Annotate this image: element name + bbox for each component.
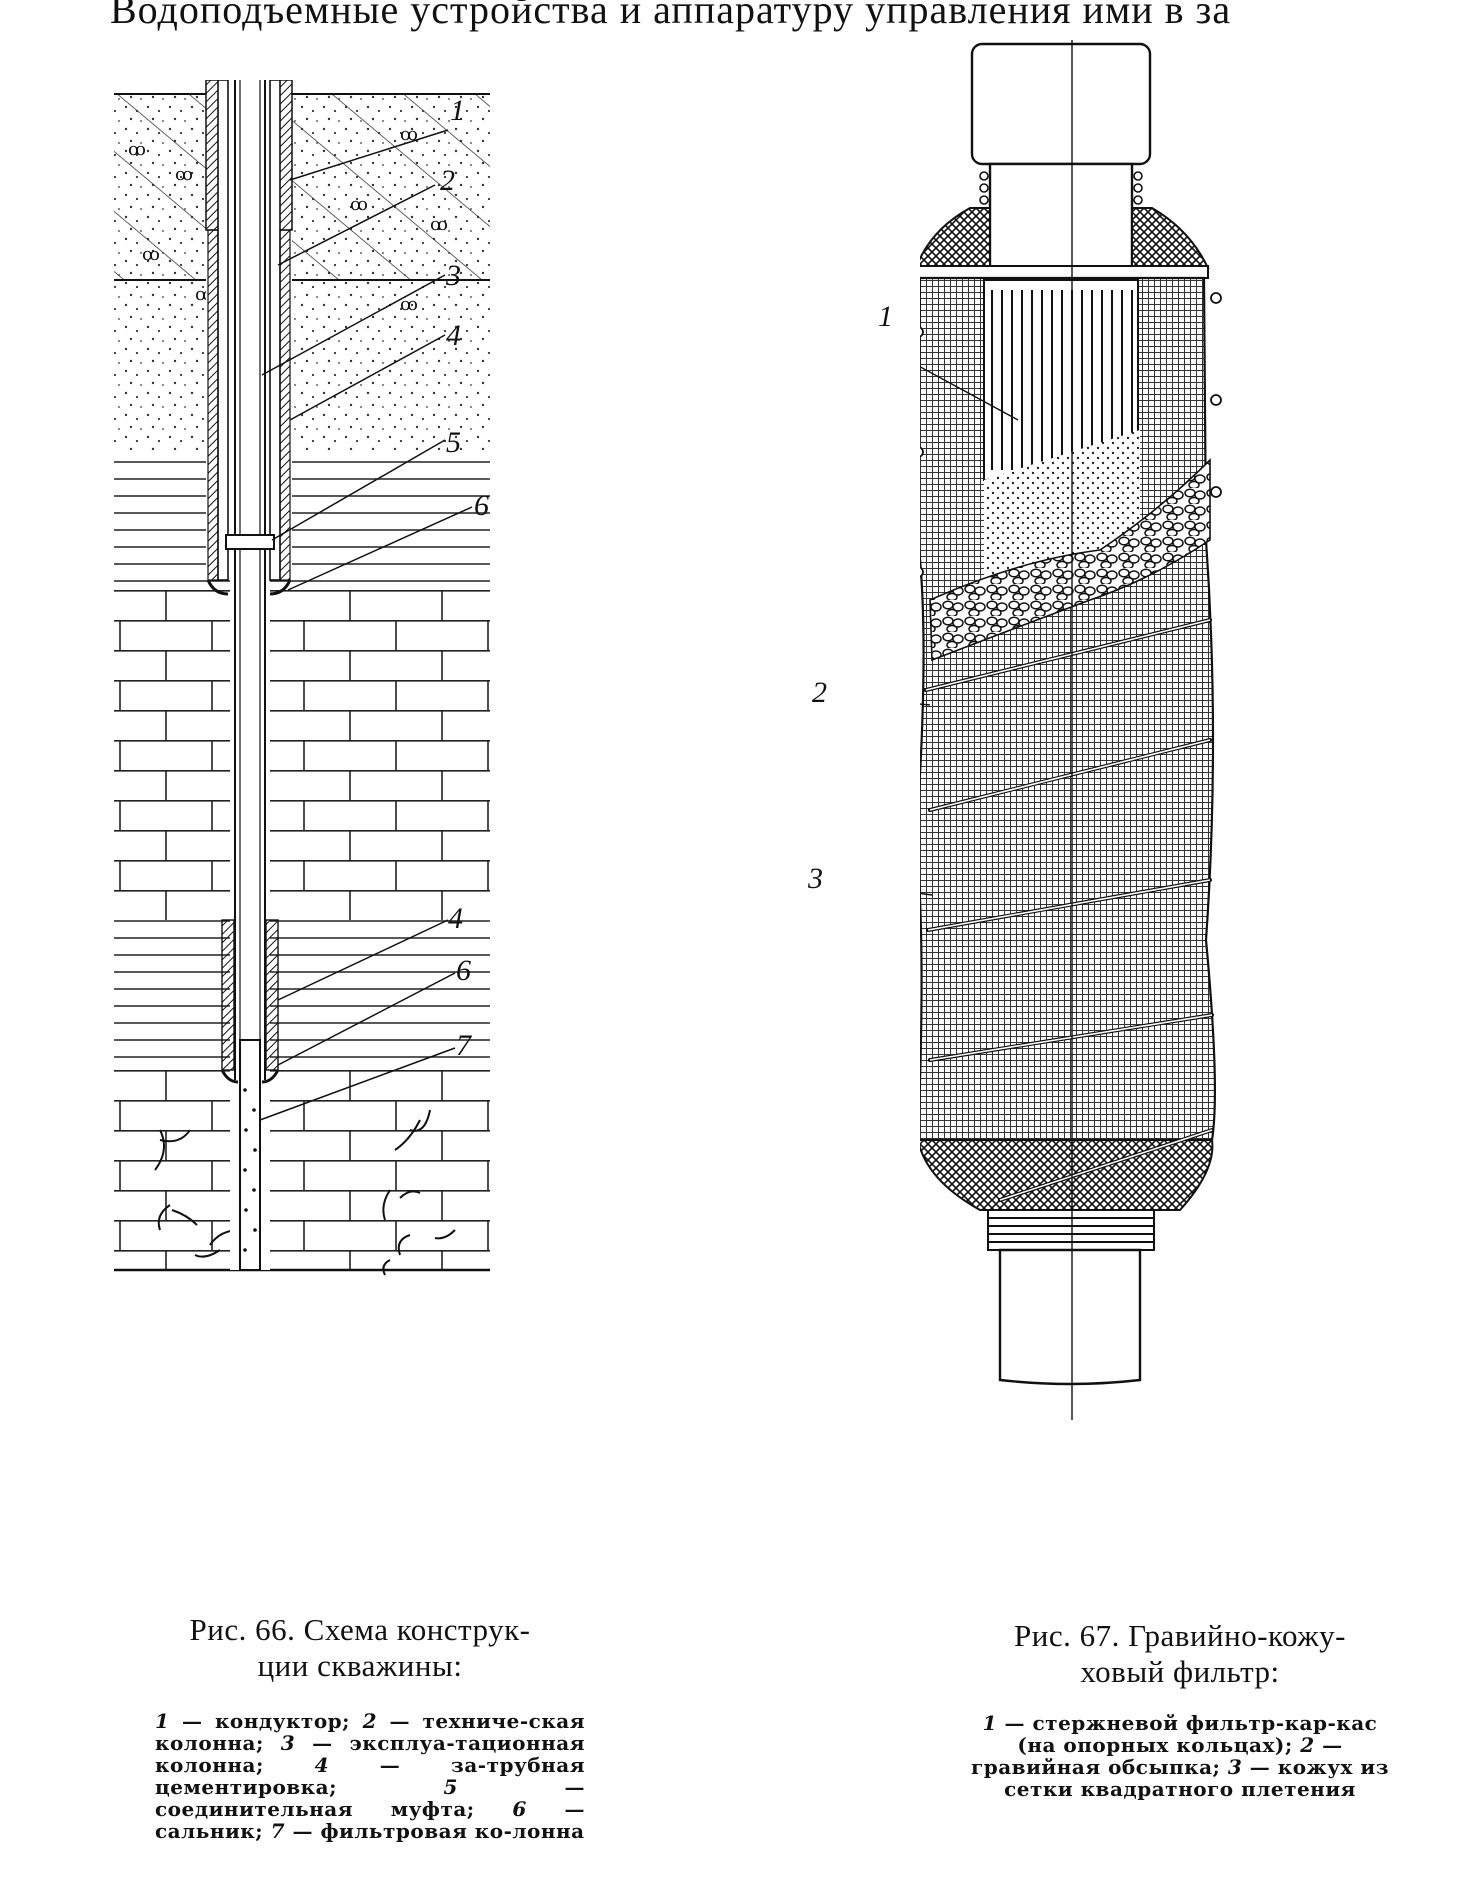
figure-66-caption-line-2: ции скважины: xyxy=(257,1648,463,1683)
gravel-pack xyxy=(929,458,1211,662)
figure-67-caption-line-2: ховый фильтр: xyxy=(1080,1654,1280,1689)
legend-66-text-1: — кондуктор; xyxy=(181,1709,351,1733)
fig67-leader-lines xyxy=(920,365,1019,896)
stuffing-box-upper xyxy=(206,579,292,596)
svg-text:ꝏ: ꝏ xyxy=(128,139,146,159)
figure-67-legend: 1 — стержневой фильтр-кар-кас (на опорны… xyxy=(965,1712,1395,1800)
legend-66-text-7: — фильтровая ко-лонна xyxy=(292,1819,585,1843)
legend-67-num-1: 1 xyxy=(982,1711,998,1735)
legend-66-text-6: — сальник; xyxy=(155,1797,585,1843)
figure-66-legend: 1 — кондуктор; 2 — техниче-ская колонна;… xyxy=(155,1710,585,1842)
cement-annulus xyxy=(207,229,291,581)
svg-text:ꝏ: ꝏ xyxy=(142,244,160,264)
legend-66-text-2: — техниче-ская колонна; xyxy=(155,1709,586,1755)
coupling xyxy=(225,534,275,550)
legend-66-num-5: 5 xyxy=(443,1775,458,1799)
leader-lines xyxy=(259,129,473,1121)
soil-layer-fractured-limestone xyxy=(114,1070,490,1276)
svg-text:ꝏ: ꝏ xyxy=(400,124,418,144)
fig67-callout-2: 2 xyxy=(812,676,827,709)
bottom-pipe xyxy=(987,1209,1155,1386)
exploitation-column xyxy=(234,80,266,1080)
legend-66-num-2: 2 xyxy=(362,1709,377,1733)
callout-4: 4 xyxy=(446,319,461,352)
legend-66-text-5: — соединительная муфта; xyxy=(155,1775,586,1821)
legend-67-text-2: — гравийная обсыпка; xyxy=(970,1733,1343,1779)
svg-text:ꝏ: ꝏ xyxy=(430,214,448,234)
soil-layer-sand xyxy=(114,280,490,450)
lower-casing xyxy=(220,919,280,1084)
callout-6: 6 xyxy=(474,489,489,522)
callout-3: 3 xyxy=(445,259,461,292)
legend-66-num-7: 7 xyxy=(270,1819,286,1843)
legend-66-num-3: 3 xyxy=(280,1731,296,1755)
figure-67-gravel-filter xyxy=(920,40,1450,1580)
legend-66-num-1: 1 xyxy=(155,1709,170,1733)
rod-frame xyxy=(983,279,1140,600)
bottom-seal xyxy=(920,1139,1214,1211)
fig67-callout-3: 3 xyxy=(808,862,823,895)
callout-4-lower: 4 xyxy=(448,902,463,935)
callout-6-lower: 6 xyxy=(456,954,471,987)
figure-67-caption-title: Рис. 67. Гравийно-кожу- ховый фильтр: xyxy=(960,1618,1400,1690)
svg-text:ꝏ: ꝏ xyxy=(350,194,368,214)
filter-column xyxy=(239,1039,261,1271)
fig67-callout-1: 1 xyxy=(878,300,893,333)
legend-67-text-3: — кожух из сетки квадратного плетения xyxy=(1004,1755,1390,1801)
legend-67-num-3: 3 xyxy=(1227,1755,1243,1779)
soil-layer-limestone xyxy=(114,590,490,920)
legend-67-text-1: — стержневой фильтр-кар-кас (на опорных … xyxy=(1004,1711,1378,1757)
legend-67-num-2: 2 xyxy=(1300,1733,1315,1757)
callout-7: 7 xyxy=(456,1029,473,1062)
callout-1: 1 xyxy=(450,94,465,127)
figure-67-caption-line-1: Рис. 67. Гравийно-кожу- xyxy=(1013,1618,1346,1653)
figure-66-caption-line-1: Рис. 66. Схема конструк- xyxy=(189,1612,531,1647)
legend-66-num-4: 4 xyxy=(314,1753,330,1777)
legend-66-text-3: — эксплуа-тационная колонна; xyxy=(155,1731,585,1777)
top-seal xyxy=(920,207,991,269)
figure-66-well-scheme: ꝏ ꝏ ꝏ ꝏ ꝏ ꝏ ꝏ ꝏ xyxy=(100,80,600,1580)
soil-layer-clay-upper xyxy=(114,450,490,590)
legend-66-text-4: — за-трубная цементировка; xyxy=(155,1753,585,1799)
svg-text:ꝏ: ꝏ xyxy=(175,164,193,184)
figure-66-caption-title: Рис. 66. Схема конструк- ции скважины: xyxy=(140,1612,580,1684)
callout-2: 2 xyxy=(440,164,455,197)
callout-5: 5 xyxy=(446,426,461,459)
top-pipe xyxy=(970,42,1152,166)
running-header: Водоподъемные устройства и аппаратуру уп… xyxy=(110,0,1232,32)
soil-layer-clay-lower xyxy=(114,920,490,1070)
soil-layer-loam: ꝏ ꝏ ꝏ ꝏ ꝏ ꝏ ꝏ ꝏ xyxy=(114,93,490,314)
legend-66-num-6: 6 xyxy=(512,1797,527,1821)
